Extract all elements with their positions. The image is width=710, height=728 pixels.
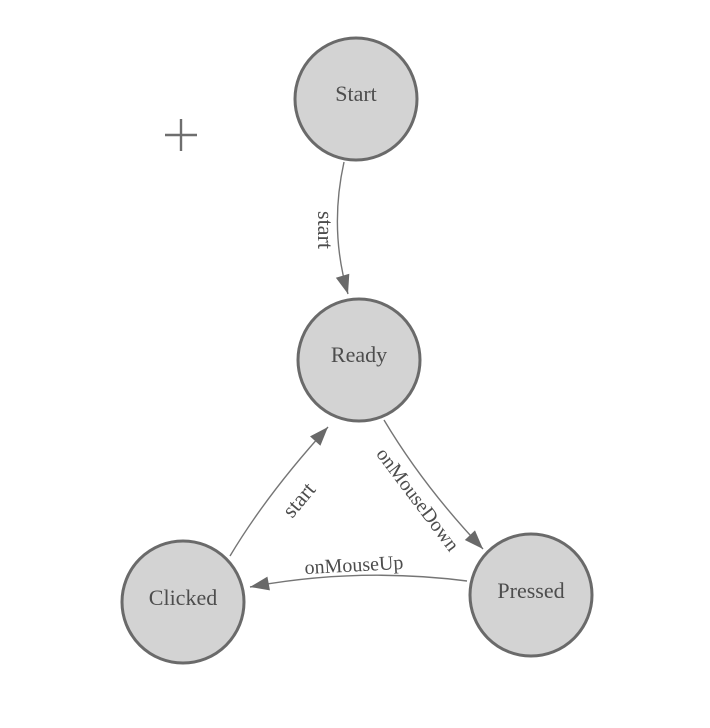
edge-start-to-ready[interactable] bbox=[335, 161, 350, 295]
state-node-start[interactable] bbox=[293, 36, 419, 162]
edge-ready-to-pressed[interactable] bbox=[383, 419, 484, 550]
edge-pressed-to-clicked[interactable] bbox=[249, 574, 468, 591]
edge-clicked-to-ready[interactable] bbox=[229, 426, 329, 557]
state-node-ready[interactable] bbox=[296, 297, 422, 423]
state-node-clicked[interactable] bbox=[120, 539, 246, 665]
plus-icon bbox=[165, 119, 197, 151]
state-node-pressed[interactable] bbox=[468, 532, 594, 658]
